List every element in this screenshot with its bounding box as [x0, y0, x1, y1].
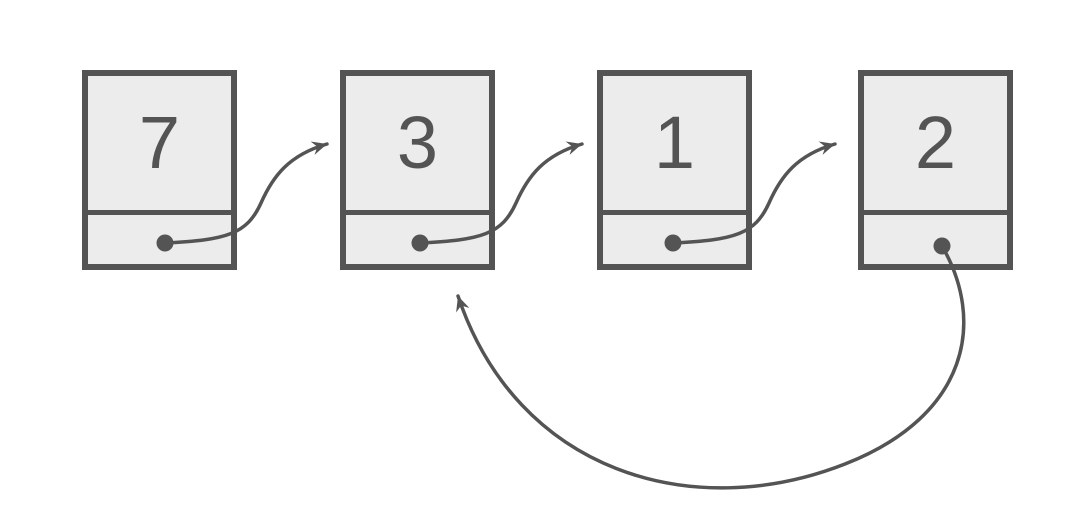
pointer-cell	[603, 215, 746, 264]
list-node-3: 3	[340, 70, 495, 270]
cell-divider	[864, 210, 1007, 215]
node-value: 7	[138, 101, 181, 184]
node-value: 1	[653, 101, 696, 184]
pointer-cell	[864, 215, 1007, 264]
cell-divider	[88, 210, 231, 215]
value-cell: 2	[864, 76, 1007, 210]
list-node-1: 1	[597, 70, 752, 270]
node-value: 2	[914, 101, 957, 184]
list-node-7: 7	[82, 70, 237, 270]
value-cell: 3	[346, 76, 489, 210]
value-cell: 1	[603, 76, 746, 210]
cell-divider	[346, 210, 489, 215]
node-value: 3	[396, 101, 439, 184]
value-cell: 7	[88, 76, 231, 210]
list-node-2: 2	[858, 70, 1013, 270]
pointer-cell	[346, 215, 489, 264]
pointer-cell	[88, 215, 231, 264]
cycle-arrow-2-to-3	[456, 244, 966, 490]
